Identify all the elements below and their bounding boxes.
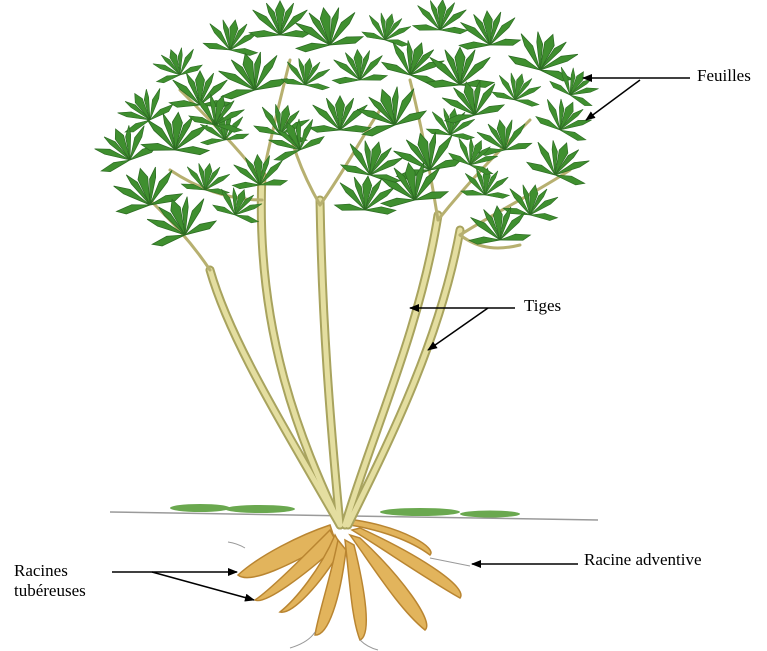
tuberous-roots bbox=[238, 520, 461, 640]
label-tuberous-roots-line2: tubéreuses bbox=[14, 581, 86, 601]
leaf bbox=[181, 159, 234, 196]
leaf bbox=[491, 68, 545, 108]
leaf bbox=[503, 180, 563, 222]
leaf bbox=[412, 0, 470, 34]
label-leaves: Feuilles bbox=[697, 66, 751, 86]
label-tuberous-roots-line1: Racines bbox=[14, 561, 86, 581]
label-tuberous-roots: Racines tubéreuses bbox=[14, 561, 86, 600]
label-stems: Tiges bbox=[524, 296, 561, 316]
leaf bbox=[361, 8, 415, 48]
leaf bbox=[203, 15, 263, 57]
leaf bbox=[330, 47, 388, 84]
leaf bbox=[525, 132, 595, 187]
leaf bbox=[309, 96, 371, 132]
leaf bbox=[290, 2, 364, 54]
label-adventitious-root: Racine adventive bbox=[584, 550, 702, 570]
leaf bbox=[426, 47, 494, 87]
leaf bbox=[456, 8, 521, 50]
leaf bbox=[534, 91, 598, 144]
leaf bbox=[548, 59, 604, 108]
leaf bbox=[249, 1, 311, 37]
leaf bbox=[148, 41, 204, 85]
arrow-feuilles-lower bbox=[586, 80, 640, 120]
tuber bbox=[345, 540, 366, 640]
